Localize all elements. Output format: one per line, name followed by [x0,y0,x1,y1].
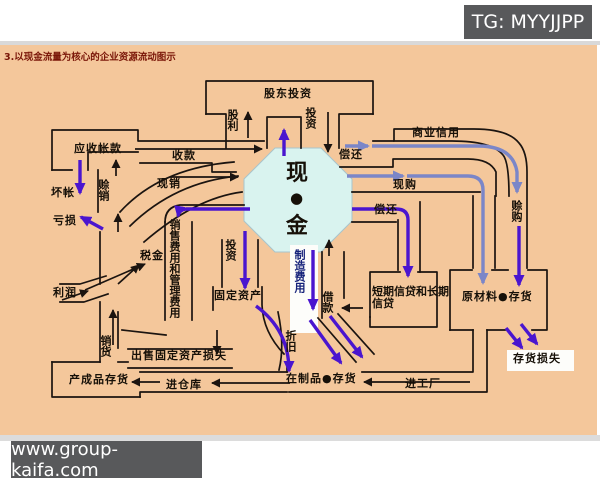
label-shareholder-investment: 股东投资 [264,87,312,100]
label-loss-on-sale-of-fixed-assets: 出售固定资产损失 [131,349,227,362]
arrow-to-selling-expense [174,205,250,218]
label-depreciation: 折旧 [284,330,297,352]
label-repay-mid: 偿还 [374,203,398,216]
octagon-text-cash-bottom: 金 [286,214,309,239]
label-selling-admin-expense: 销售费用和管理费用 [168,219,181,318]
label-commercial-credit: 商业信用 [412,126,460,139]
arrow-cash-purchase-curve [407,174,489,285]
page-title: 3.以现金流量为核心的企业资源流动图示 [4,52,176,63]
label-into-warehouse: 进仓库 [166,378,202,391]
label-loss: 亏损 [53,214,77,227]
label-goods-sold: 销货 [99,335,112,357]
cash-octagon [243,147,353,253]
label-dividend: 股利 [226,109,239,131]
octagon-dot: ● [290,189,305,207]
arrow-raw-to-loss-b [519,322,539,346]
label-credit-purchase: 赊购 [510,200,523,222]
label-borrowing: 借款 [321,291,334,313]
arrow-to-wip-b [328,314,364,359]
watermark: www.group-kaifa.com [11,439,202,480]
arrow-to-wip-a [308,319,343,365]
bottom-divider [0,435,600,441]
pipe-outlines [51,80,548,398]
label-manufacturing-expense: 制造费用 [293,249,306,293]
label-cash-purchase: 现购 [393,178,417,191]
top-divider [0,41,600,45]
arrow-fixed-to-wip [254,304,295,373]
octagon-text-cash-top: 现 [286,161,309,186]
label-fixed-assets: 固定资产 [214,289,262,302]
inventory-loss-box [507,350,574,371]
flow-arrows [61,111,539,388]
label-bad-debt: 坏帐 [51,186,75,199]
label-profit: 利润 [53,286,77,299]
label-repay-top: 偿还 [339,148,363,161]
label-into-factory: 进工厂 [405,377,441,390]
arrow-profit-short [61,289,89,301]
label-raw-material-inventory: 原材料●存货 [462,290,533,303]
arrow-repay-credit-curve [372,144,523,194]
label-credit-sale: 赊销 [97,179,110,201]
label-investment-mid: 投资 [224,239,237,261]
arrow-loss-arrow [79,215,104,231]
label-collection: 收款 [172,149,196,162]
arrow-repay-to-credit [352,207,414,278]
label-tax: 税金 [140,249,164,262]
label-accounts-receivable: 应收帐款 [74,142,122,155]
label-wip-inventory: 在制品●存货 [286,372,357,385]
arrow-raw-to-loss-a [504,326,524,350]
label-investment-top: 投资 [304,107,317,129]
label-finished-goods-inventory: 产成品存货 [69,373,129,386]
arrow-tax-in [117,264,140,285]
label-inventory-loss: 存货损失 [513,352,561,365]
label-cash-sale: 现销 [157,177,181,190]
tg-badge: TG: MYYJJPP [464,5,592,39]
label-short-long-term-credit: 短期信贷和长期信贷 [372,285,449,310]
